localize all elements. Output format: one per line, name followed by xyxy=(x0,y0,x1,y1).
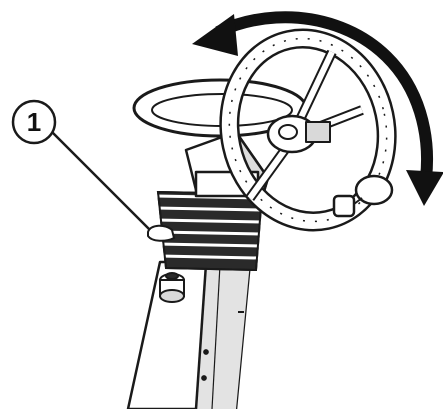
tilt-lever xyxy=(148,226,174,241)
steering-column-tube xyxy=(128,262,250,409)
callout-1-number: 1 xyxy=(27,107,41,137)
callout-1-leader xyxy=(48,128,150,230)
callout-1: 1 xyxy=(13,101,150,230)
column-fitting xyxy=(160,273,184,302)
